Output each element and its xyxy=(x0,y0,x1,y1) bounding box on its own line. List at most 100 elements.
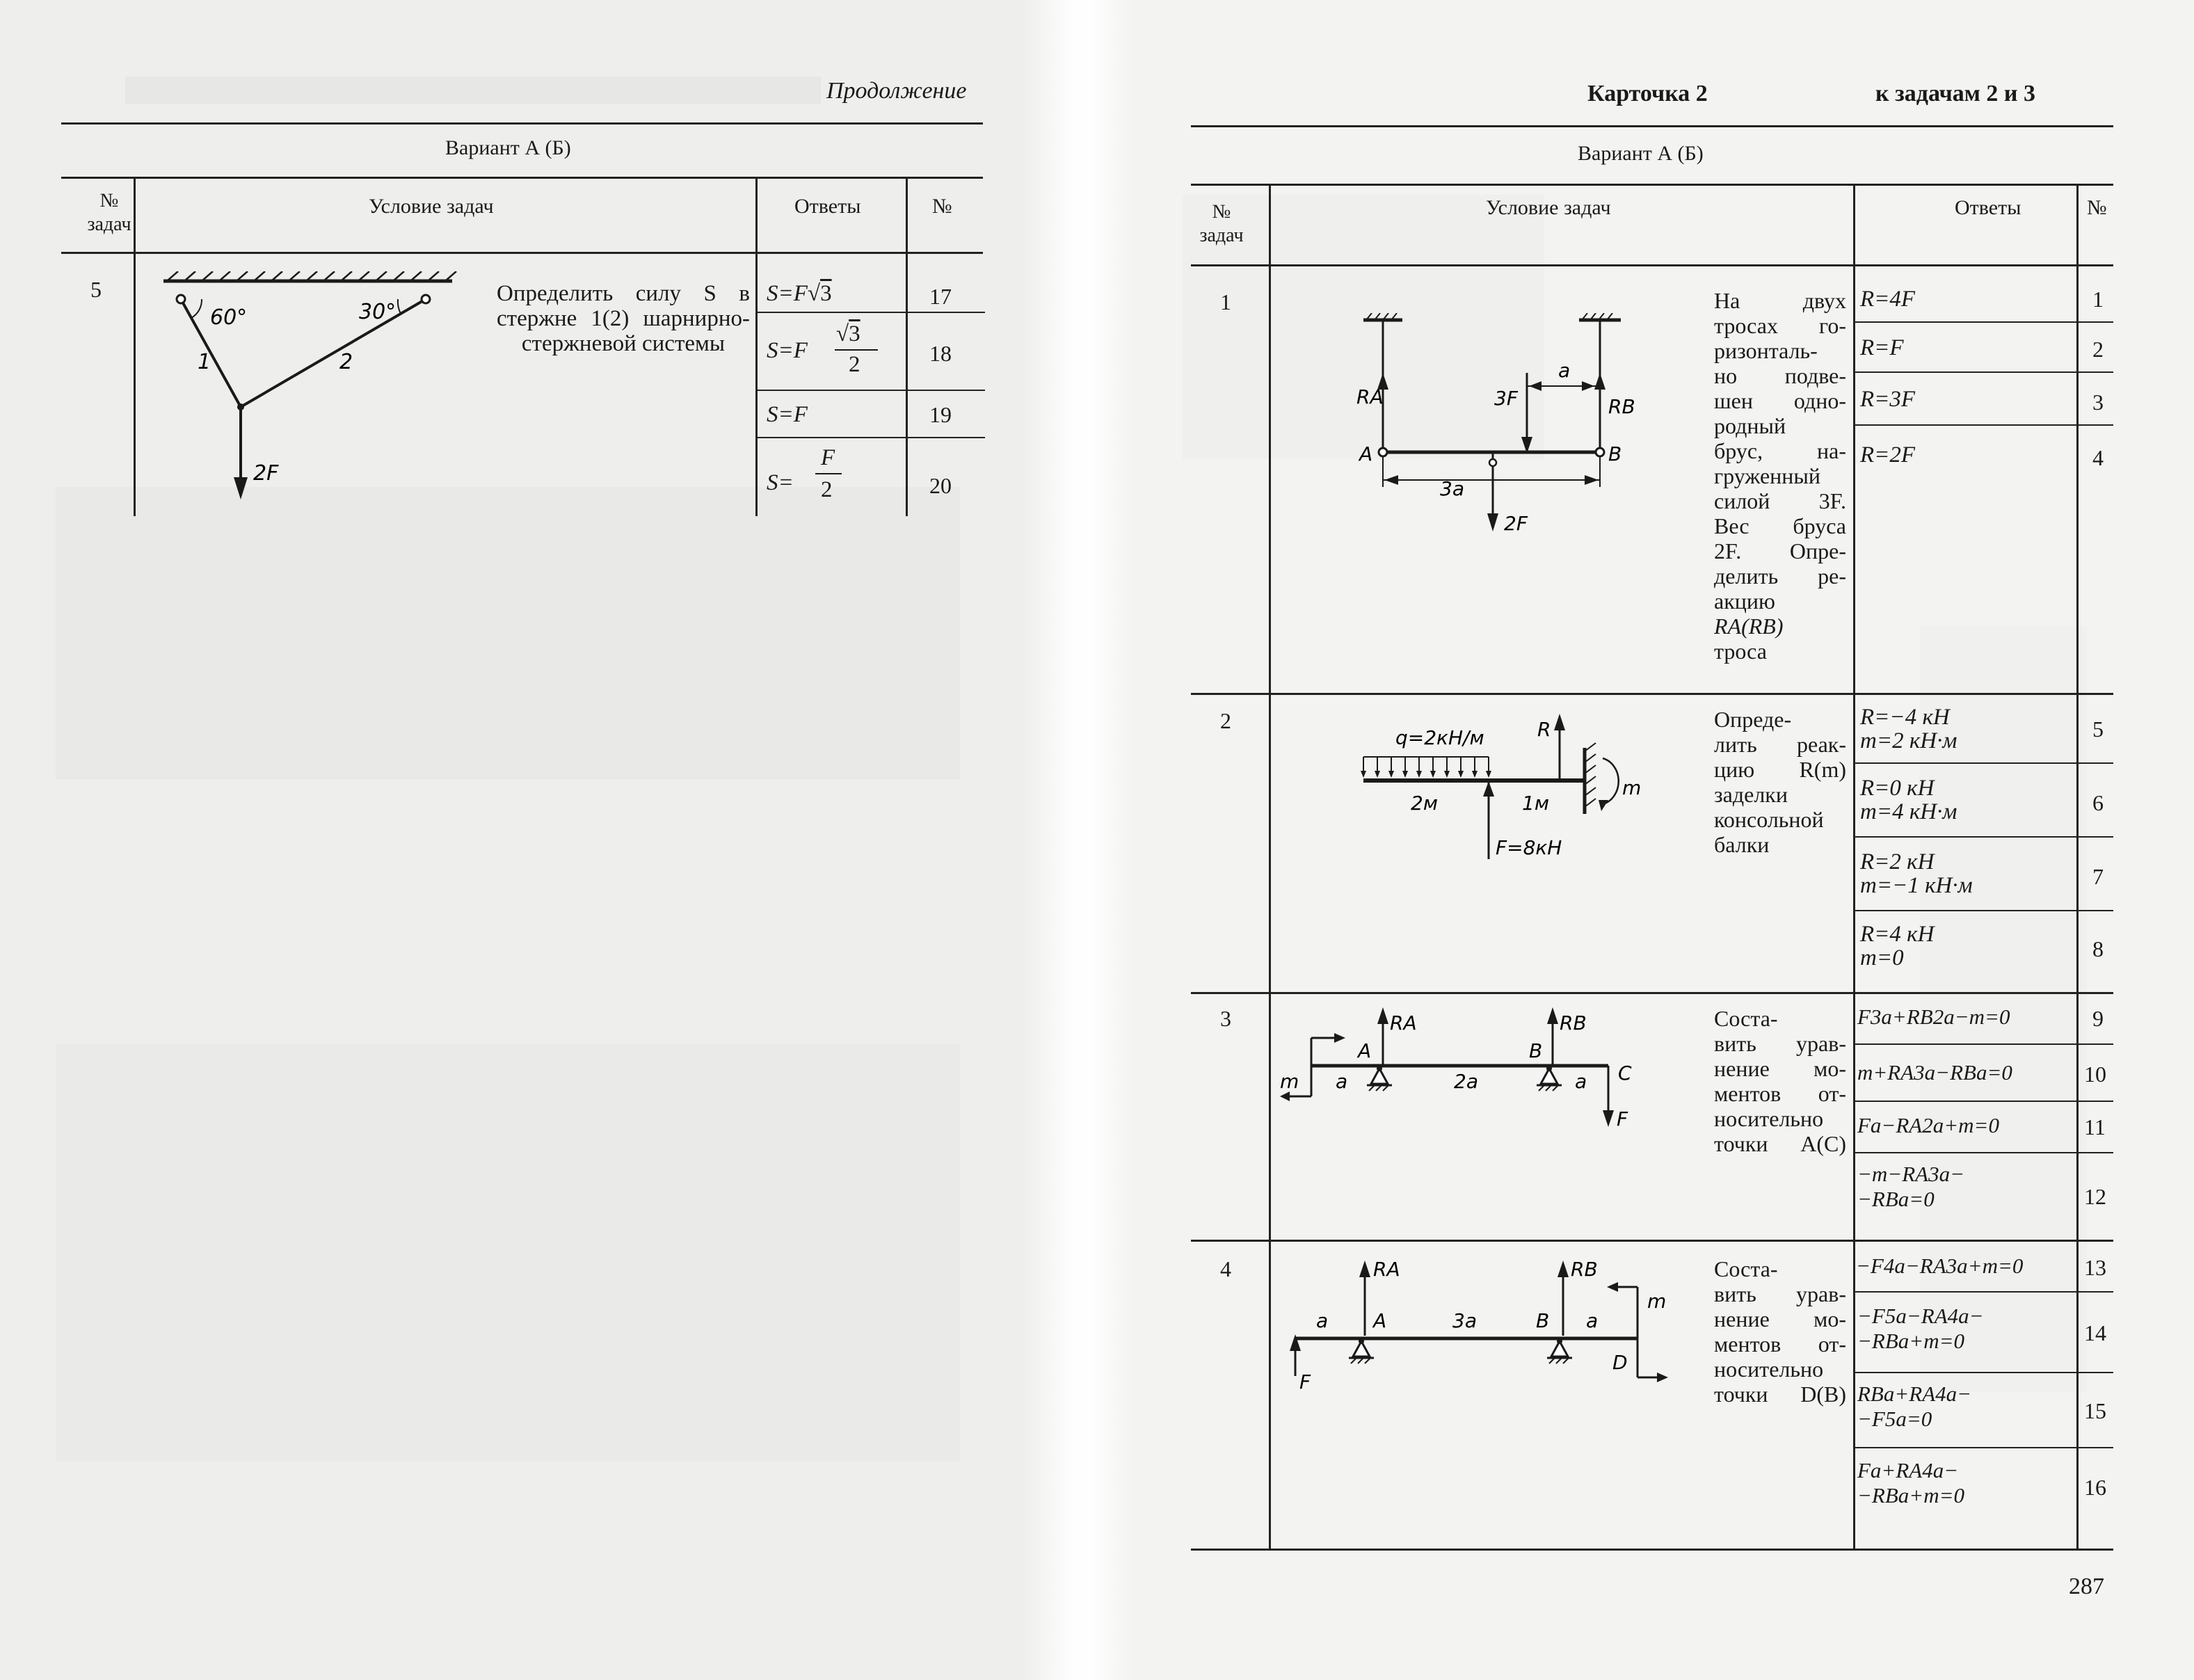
svg-text:q=2кН/м: q=2кН/м xyxy=(1395,726,1484,749)
load-2f-label: 2F xyxy=(253,461,279,486)
answer-3: R=3F xyxy=(1860,387,1916,412)
answer-no-20: 20 xyxy=(929,473,952,498)
rod-2-label: 2 xyxy=(339,350,353,374)
answer-no-13: 13 xyxy=(2084,1255,2106,1280)
book-gutter xyxy=(1023,0,1134,1680)
answer-no-3: 3 xyxy=(2092,390,2104,415)
truss-diagram: 60° 30° 1 2 2F xyxy=(163,271,457,499)
svg-text:RA: RA xyxy=(1390,1011,1417,1034)
task-3-condition: Соста- вить урав- нение мо- ментов от- н… xyxy=(1714,1006,1846,1156)
task-3-diagram: m a A RA 2a B RB a C F xyxy=(1280,1007,1632,1130)
angle-60-label: 60° xyxy=(210,305,247,330)
svg-text:a: a xyxy=(1316,1309,1328,1332)
svg-text:m: m xyxy=(1622,776,1641,799)
answer-1: R=4F xyxy=(1860,287,1916,312)
card-subtitle: к задачам 2 и 3 xyxy=(1875,81,2036,106)
rod-1-label: 1 xyxy=(198,350,211,374)
svg-text:F=8кН: F=8кН xyxy=(1496,836,1562,859)
answer-no-7: 7 xyxy=(2092,864,2104,889)
answer-no-9: 9 xyxy=(2092,1006,2104,1031)
svg-text:B: B xyxy=(1529,1039,1542,1062)
svg-text:RA: RA xyxy=(1373,1258,1400,1281)
svg-text:m: m xyxy=(1280,1070,1299,1093)
answer-14: −F5a−RA4a−−RBa+m=0 xyxy=(1857,1304,1984,1353)
svg-text:RB: RB xyxy=(1571,1258,1598,1281)
svg-text:F: F xyxy=(1299,1370,1311,1393)
answer-no-10: 10 xyxy=(2084,1062,2106,1087)
answer-no-18: 18 xyxy=(929,341,952,366)
svg-text:R: R xyxy=(1537,718,1551,741)
answer-16: Fa+RA4a−−RBa+m=0 xyxy=(1857,1458,1965,1507)
answer-12: −m−RA3a−−RBa=0 xyxy=(1857,1162,1965,1211)
svg-text:3F: 3F xyxy=(1494,387,1519,410)
svg-text:RB: RB xyxy=(1560,1011,1587,1034)
answer-15: RBa+RA4a−−F5a=0 xyxy=(1857,1382,1972,1431)
svg-text:a: a xyxy=(1575,1070,1587,1093)
svg-text:F: F xyxy=(1617,1107,1628,1130)
task-2-number: 2 xyxy=(1220,708,1231,733)
answer-no-8: 8 xyxy=(2092,936,2104,961)
svg-text:2м: 2м xyxy=(1411,792,1438,815)
col-header-answers-right: Ответы xyxy=(1955,196,2021,219)
answer-4: R=2F xyxy=(1860,442,1916,467)
answer-9: F3a+RB2a−m=0 xyxy=(1857,1005,2010,1029)
svg-text:RA: RA xyxy=(1356,385,1384,408)
svg-text:2a: 2a xyxy=(1454,1070,1478,1093)
svg-text:B: B xyxy=(1536,1309,1549,1332)
task-3-number: 3 xyxy=(1220,1006,1231,1031)
answer-no-2: 2 xyxy=(2092,337,2104,362)
answer-no-14: 14 xyxy=(2084,1320,2106,1345)
task-4-condition: Соста- вить урав- нение мо- ментов от- н… xyxy=(1714,1256,1846,1407)
variant-label: Вариант А (Б) xyxy=(445,136,571,159)
task-1-number: 1 xyxy=(1220,289,1231,314)
answer-no-17: 17 xyxy=(929,284,952,309)
card-title: Карточка 2 xyxy=(1587,81,1708,106)
task-4-diagram: a A RA 3a B RB a m D F xyxy=(1290,1258,1668,1393)
task-5-condition: Определить силу S в стержне 1(2) шарнирн… xyxy=(497,281,750,356)
svg-text:a: a xyxy=(1336,1070,1347,1093)
angle-30-label: 30° xyxy=(359,300,396,324)
answer-19: S=F xyxy=(767,402,808,427)
svg-text:RB: RB xyxy=(1608,395,1635,418)
answer-no-19: 19 xyxy=(929,402,952,427)
svg-text:A: A xyxy=(1358,442,1372,465)
answer-10: m+RA3a−RBa=0 xyxy=(1857,1060,2012,1085)
answer-no-12: 12 xyxy=(2084,1184,2106,1209)
answer-no-15: 15 xyxy=(2084,1398,2106,1423)
col-header-no-right: № xyxy=(2087,196,2107,219)
answer-17: S=F√3 xyxy=(767,281,832,306)
answer-no-11: 11 xyxy=(2084,1114,2106,1139)
answer-13: −F4a−RA3a+m=0 xyxy=(1856,1254,2024,1278)
svg-text:2F: 2F xyxy=(1504,512,1528,535)
task-2-diagram: q=2кН/м R m 2м 1м F=8кН xyxy=(1361,714,1641,859)
variant-label-right: Вариант А (Б) xyxy=(1578,142,1704,165)
svg-text:1м: 1м xyxy=(1522,792,1549,815)
svg-text:D: D xyxy=(1612,1351,1628,1374)
header-continuation: Продолжение xyxy=(826,78,967,104)
col-header-answers: Ответы xyxy=(794,195,861,218)
right-page: Карточка 2 к задачам 2 и 3 Вариант А (Б)… xyxy=(1085,0,2194,1680)
svg-text:m: m xyxy=(1647,1290,1666,1313)
col-header-no: № xyxy=(932,195,952,218)
answer-2: R=F xyxy=(1860,335,1904,360)
svg-text:C: C xyxy=(1618,1062,1632,1085)
svg-text:3a: 3a xyxy=(1440,477,1464,500)
col-header-condition-right: Условие задач xyxy=(1486,196,1611,219)
page-number: 287 xyxy=(2069,1574,2104,1599)
svg-text:A: A xyxy=(1356,1039,1371,1062)
answer-no-1: 1 xyxy=(2092,287,2104,312)
svg-text:a: a xyxy=(1558,359,1570,382)
task-1-diagram: RA RB a 3F A B 3a 2F xyxy=(1356,313,1635,535)
answer-no-6: 6 xyxy=(2092,790,2104,815)
task-1-condition: На двух тросах го- ризонталь- но подве- … xyxy=(1714,288,1846,664)
task-5-number: 5 xyxy=(90,277,102,302)
task-4-number: 4 xyxy=(1220,1256,1231,1281)
task-2-condition: Опреде- лить реак- цию R(m) заделки конс… xyxy=(1714,707,1846,857)
